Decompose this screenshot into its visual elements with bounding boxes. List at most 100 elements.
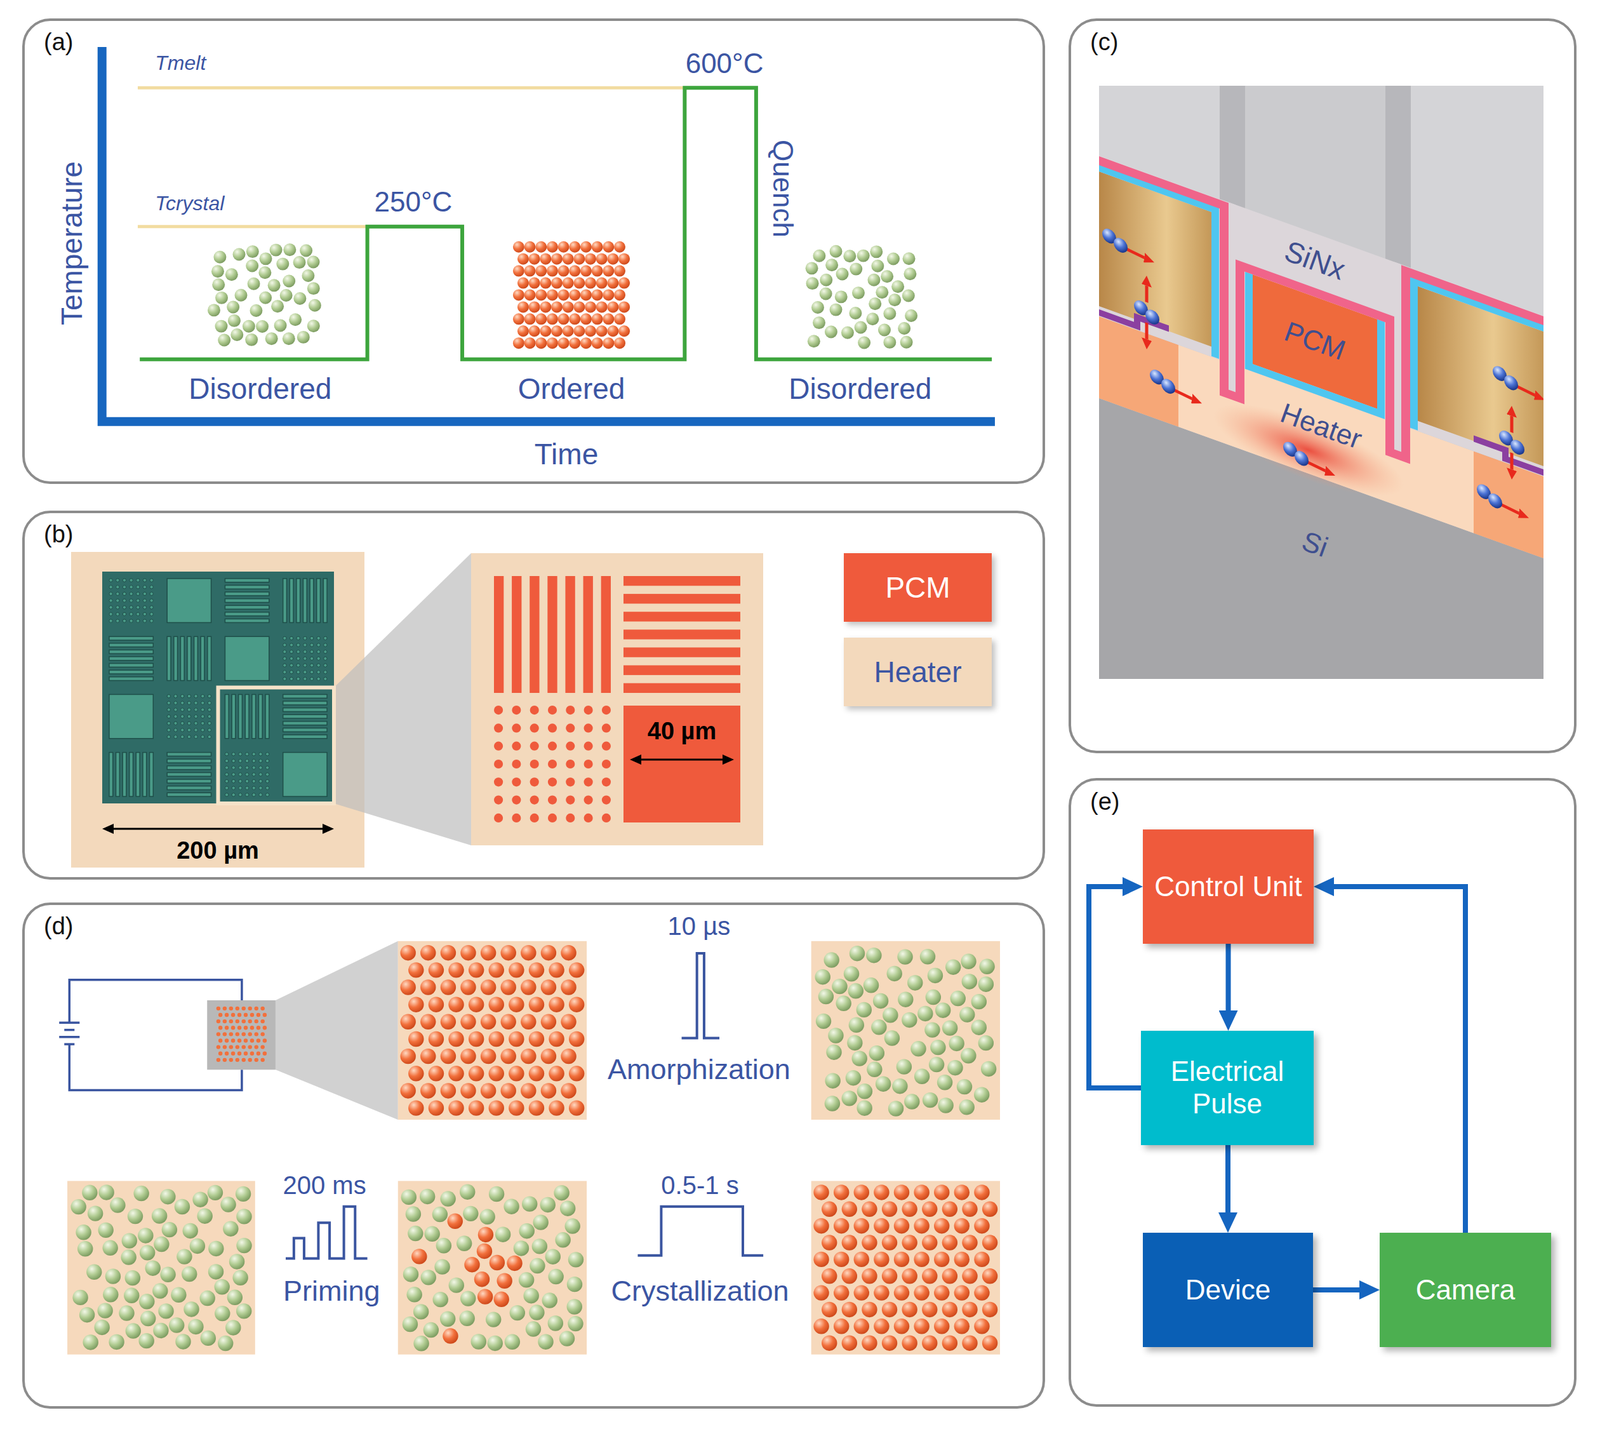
pcm-dot [547,741,557,751]
crystal-atom [813,1217,829,1234]
crystal-atom [913,1251,929,1267]
device-atoms [254,1006,259,1011]
crystal-atom [551,325,563,337]
pcm-feature [109,649,154,654]
crystal-atom [540,1082,557,1098]
crystal-atom [961,1234,978,1250]
pcm-dot [224,779,228,783]
crystal-atom [893,1184,910,1200]
pcm-feature [166,758,211,763]
crystal-atom [618,300,630,313]
crystal-atom [921,1267,938,1284]
amorphous-atom [413,1303,429,1319]
pcm-dot [323,676,327,680]
battery-symbol [59,1035,80,1039]
amorphous-atom [849,945,865,961]
pcm-dot [303,650,307,654]
crystal-atom [540,1048,557,1064]
pcm-dot [252,758,256,762]
crystal-atom [448,1099,464,1115]
crystal-atom [560,1082,576,1098]
amorphous-atom [307,255,320,268]
crystal-atom [841,1334,858,1350]
crystal-atom [460,1082,476,1098]
pcm-dot [116,605,120,609]
crystal-atom [833,1184,849,1200]
amorphous-atom [200,1290,216,1306]
electron [1476,481,1519,517]
crystal-atom [913,1318,929,1334]
amorphous-atom [118,1304,134,1320]
amorphous-atom [892,1078,908,1094]
annotation-label: Amorphization [607,1053,791,1086]
amorphous-atom [907,974,923,990]
amorphous-atom [824,325,838,338]
crystal-atom [524,337,536,349]
crystal-atom [618,325,630,337]
amorphous-atom [125,1322,141,1338]
crystal-atom [546,265,559,277]
amorphous-atom [434,1258,450,1274]
device-atoms [235,1019,240,1023]
crystal-atom [513,313,525,325]
pcm-dot [601,723,611,733]
crystal-atom [400,944,416,960]
crystal-atom [821,1267,837,1284]
amorphous-atom [873,993,889,1009]
nitride-layer [1228,201,1236,395]
device-atoms [229,1044,234,1049]
pcm-dot [122,578,126,582]
device-atoms [229,1006,234,1011]
current-arrow [1509,415,1514,433]
amorphous-atom [140,1310,156,1326]
pcm-dot [296,650,300,654]
crystal-atom [440,944,456,960]
pcm-feature [623,593,741,604]
crystal-atom [539,253,552,265]
crystal-atom [560,979,576,995]
pcm-dot [238,758,242,762]
pcm-dot [265,752,269,756]
amorphous-atom [424,1226,440,1242]
crystal-atom [513,265,525,277]
pcm-feature [283,752,327,797]
crystal-atom [440,1082,456,1098]
amorphous-atom [485,1311,501,1327]
pcm-dot [207,734,211,738]
crystal-atom [982,1234,998,1250]
pcm-dot [584,813,594,823]
pcm-dot [129,619,133,623]
amorphous-atom [442,1327,458,1343]
crystal-atom [500,979,517,995]
pcm-dot [265,793,269,797]
crystal-atom [913,1217,929,1234]
amorphous-atom [910,1040,926,1056]
crystal-atom [573,253,585,265]
pcm-feature [135,752,140,797]
device-atoms [231,1012,235,1017]
pcm-dot [136,619,140,623]
amorphous-atom [151,1207,167,1223]
amorphous-atom [836,267,849,281]
box-label: Electrical Pulse [1151,1055,1304,1120]
amorphous-atom [464,1256,480,1272]
crystal-atom [568,1065,585,1081]
crystal-atom [528,961,545,978]
crystal-atom [580,241,592,253]
pcm-dot [224,765,228,769]
pcm-dot [201,707,205,712]
pcm-dot [116,585,120,589]
device-atoms [243,1051,248,1056]
amorphous-atom [956,1078,973,1094]
flow-arrow [1333,886,1466,1233]
pcm-dot [142,591,147,595]
disordered-atoms [207,243,322,347]
crystal-atom [813,1251,829,1267]
amorphous-atom [883,307,896,320]
pcm-dot [289,643,293,647]
pcm-feature [173,636,178,680]
amorphous-atom [487,1335,503,1351]
amorphous-atom [440,1190,456,1206]
device-atoms [260,1006,265,1011]
